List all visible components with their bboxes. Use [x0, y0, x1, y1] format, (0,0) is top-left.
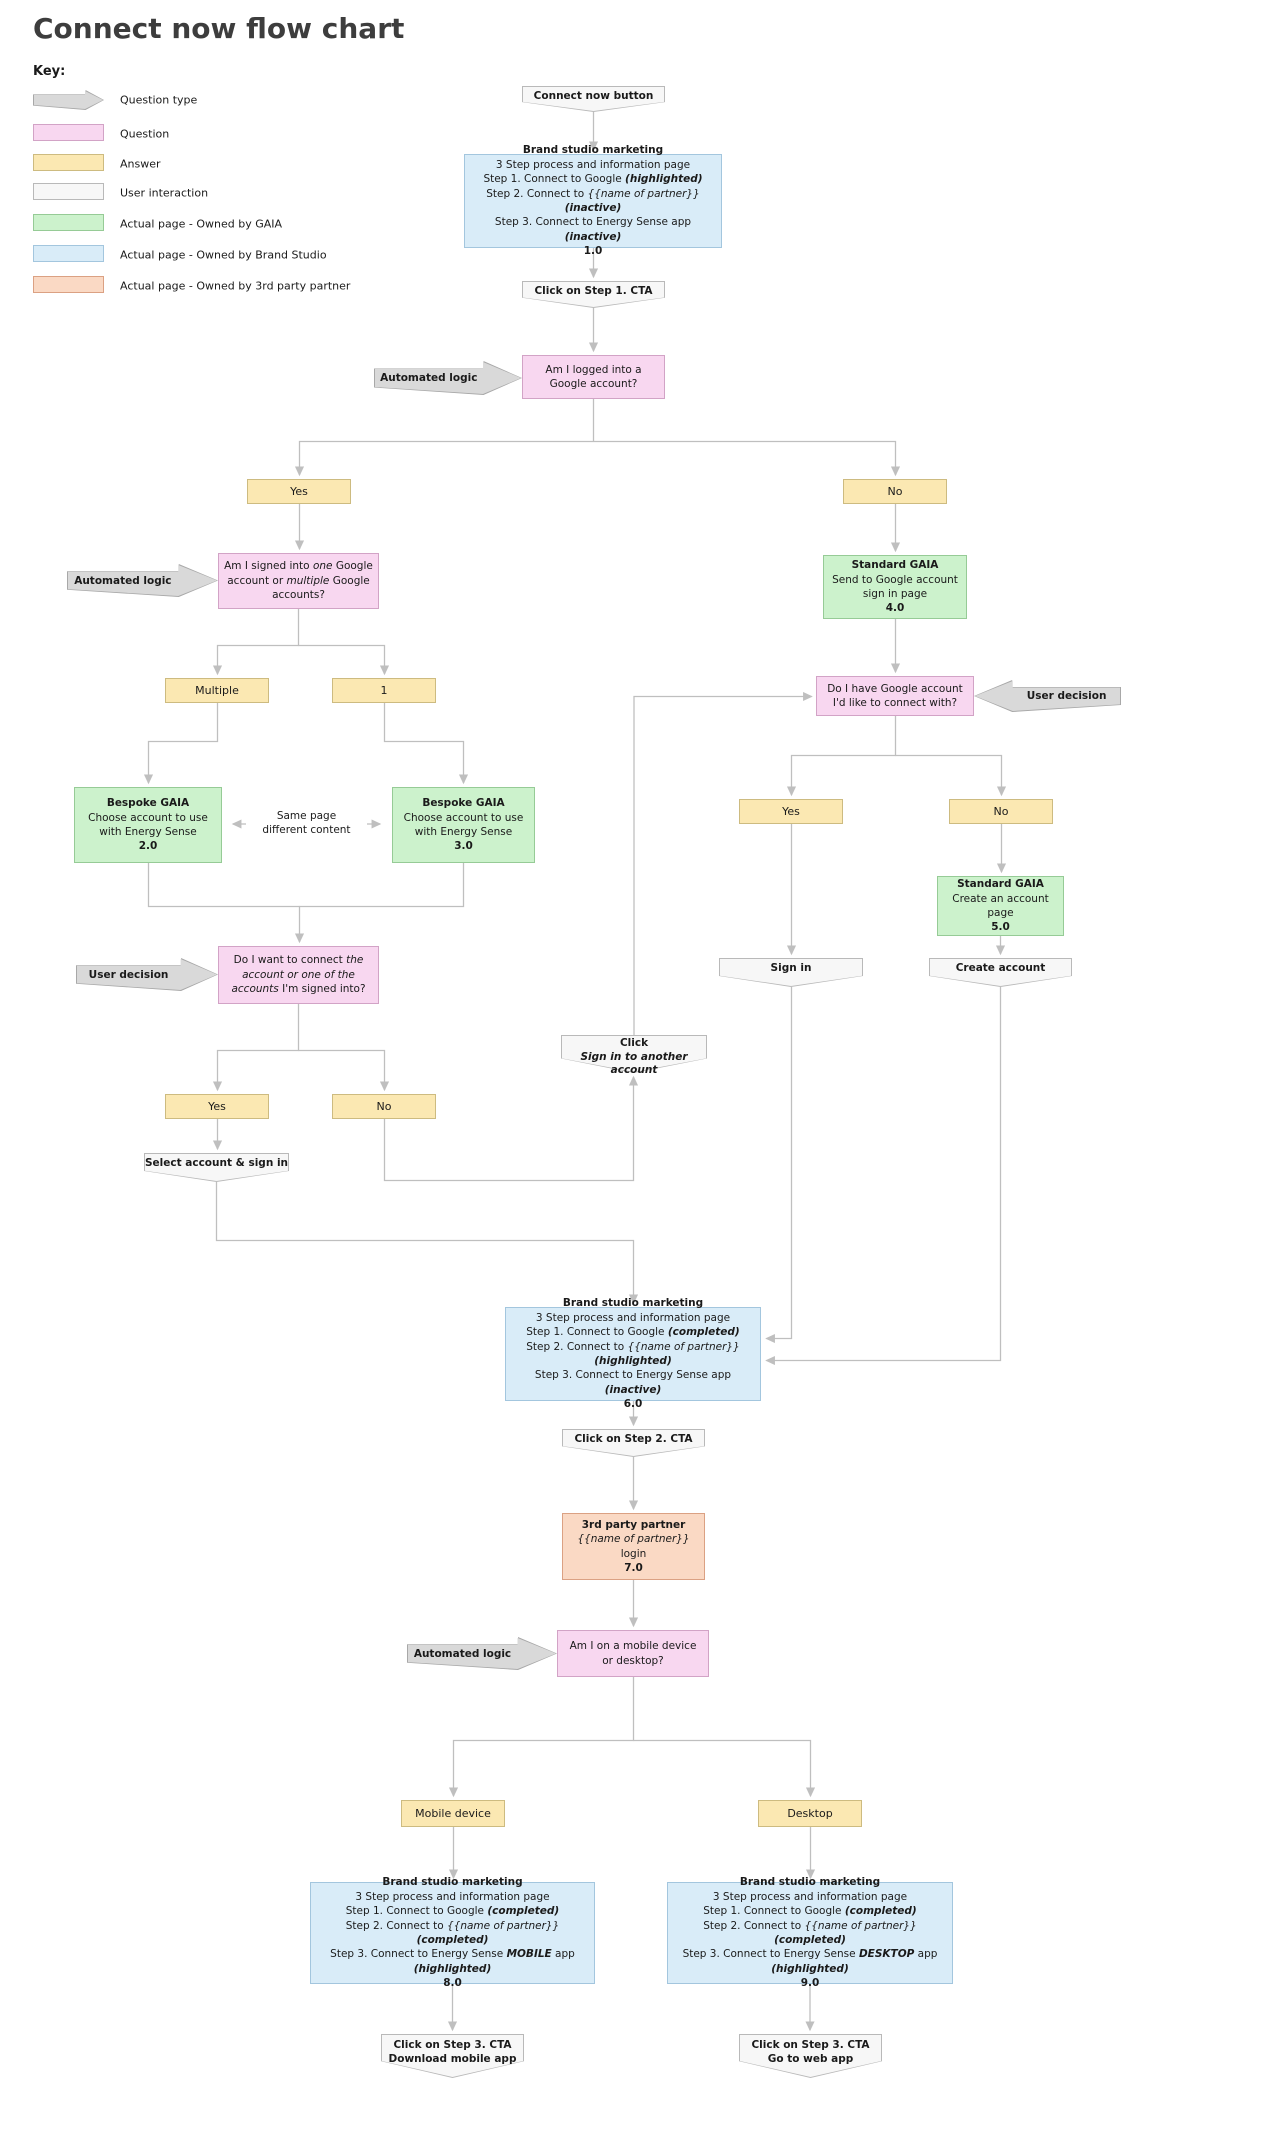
swatch-fill	[34, 91, 103, 109]
question-swatch	[33, 124, 104, 141]
question-type-arrow-swatch	[33, 90, 104, 110]
brand-studio-page-swatch	[33, 245, 104, 262]
node-answer-multiple: Multiple	[165, 678, 269, 703]
node-answer-mobile-device: Mobile device	[401, 1800, 505, 1827]
automated-logic-arrow-3: Automated logic	[407, 1637, 557, 1670]
node-question-device: Am I on a mobile device or desktop?	[557, 1630, 709, 1677]
node-label: Sign in	[770, 962, 812, 974]
node-click-step1-cta: Click on Step 1. CTA	[522, 281, 665, 308]
answer-swatch	[33, 154, 104, 171]
node-answer-desktop: Desktop	[758, 1800, 862, 1827]
legend-label: Question	[120, 127, 170, 141]
legend-label: Question type	[120, 93, 198, 107]
node-select-account-sign-in: Select account & sign in	[144, 1153, 289, 1182]
node-question-account-count: Am I signed into one Google account or m…	[218, 553, 379, 609]
node-sign-in: Sign in	[719, 958, 863, 987]
legend-label: Actual page - Owned by Brand Studio	[120, 248, 327, 262]
arrow-label: User decision	[88, 968, 169, 981]
node-connect-now-button: Connect now button	[522, 86, 665, 112]
node-answer-one: 1	[332, 678, 436, 703]
node-create-account: Create account	[929, 958, 1072, 987]
node-label: Select account & sign in	[144, 1157, 289, 1169]
node-click-step2-cta: Click on Step 2. CTA	[562, 1429, 705, 1457]
user-interaction-swatch	[33, 183, 104, 200]
legend-label: Actual page - Owned by 3rd party partner	[120, 279, 351, 293]
gaia-page-swatch	[33, 214, 104, 231]
automated-logic-arrow-1: Automated logic	[374, 361, 522, 395]
node-answer-yes-3: Yes	[739, 799, 843, 824]
user-decision-arrow-1: User decision	[76, 958, 218, 991]
node-label: Click on Step 1. CTA	[534, 285, 653, 297]
legend-label: Actual page - Owned by GAIA	[120, 217, 283, 231]
legend-heading: Key:	[33, 64, 66, 79]
third-party-page-swatch	[33, 276, 104, 293]
page-title: Connect now flow chart	[33, 12, 405, 45]
legend-label: User interaction	[120, 186, 209, 200]
arrow-label: Automated logic	[74, 574, 172, 587]
arrow-label: Automated logic	[380, 372, 478, 384]
legend-label: Answer	[120, 157, 161, 171]
node-label: Click on Step 2. CTA	[574, 1433, 693, 1445]
node-third-party-partner-7-0: 3rd party partner{{name of partner}} log…	[562, 1513, 705, 1580]
arrow-label: Automated logic	[413, 1647, 512, 1660]
node-question-logged-in: Am I logged into a Google account?	[522, 355, 665, 399]
node-answer-no-3: No	[949, 799, 1053, 824]
node-question-want-connect: Do I want to connect the account or one …	[218, 946, 379, 1004]
node-question-have-account: Do I have Google account I'd like to con…	[816, 676, 974, 716]
arrow-label: User decision	[1026, 690, 1107, 702]
node-answer-yes-1: Yes	[247, 479, 351, 504]
node-answer-no-2: No	[332, 1094, 436, 1119]
node-label: Connect now button	[533, 90, 654, 102]
node-answer-no-1: No	[843, 479, 947, 504]
automated-logic-arrow-2: Automated logic	[67, 564, 218, 597]
node-answer-yes-2: Yes	[165, 1094, 269, 1119]
node-label: Create account	[955, 962, 1046, 974]
user-decision-arrow-2: User decision	[974, 680, 1121, 712]
